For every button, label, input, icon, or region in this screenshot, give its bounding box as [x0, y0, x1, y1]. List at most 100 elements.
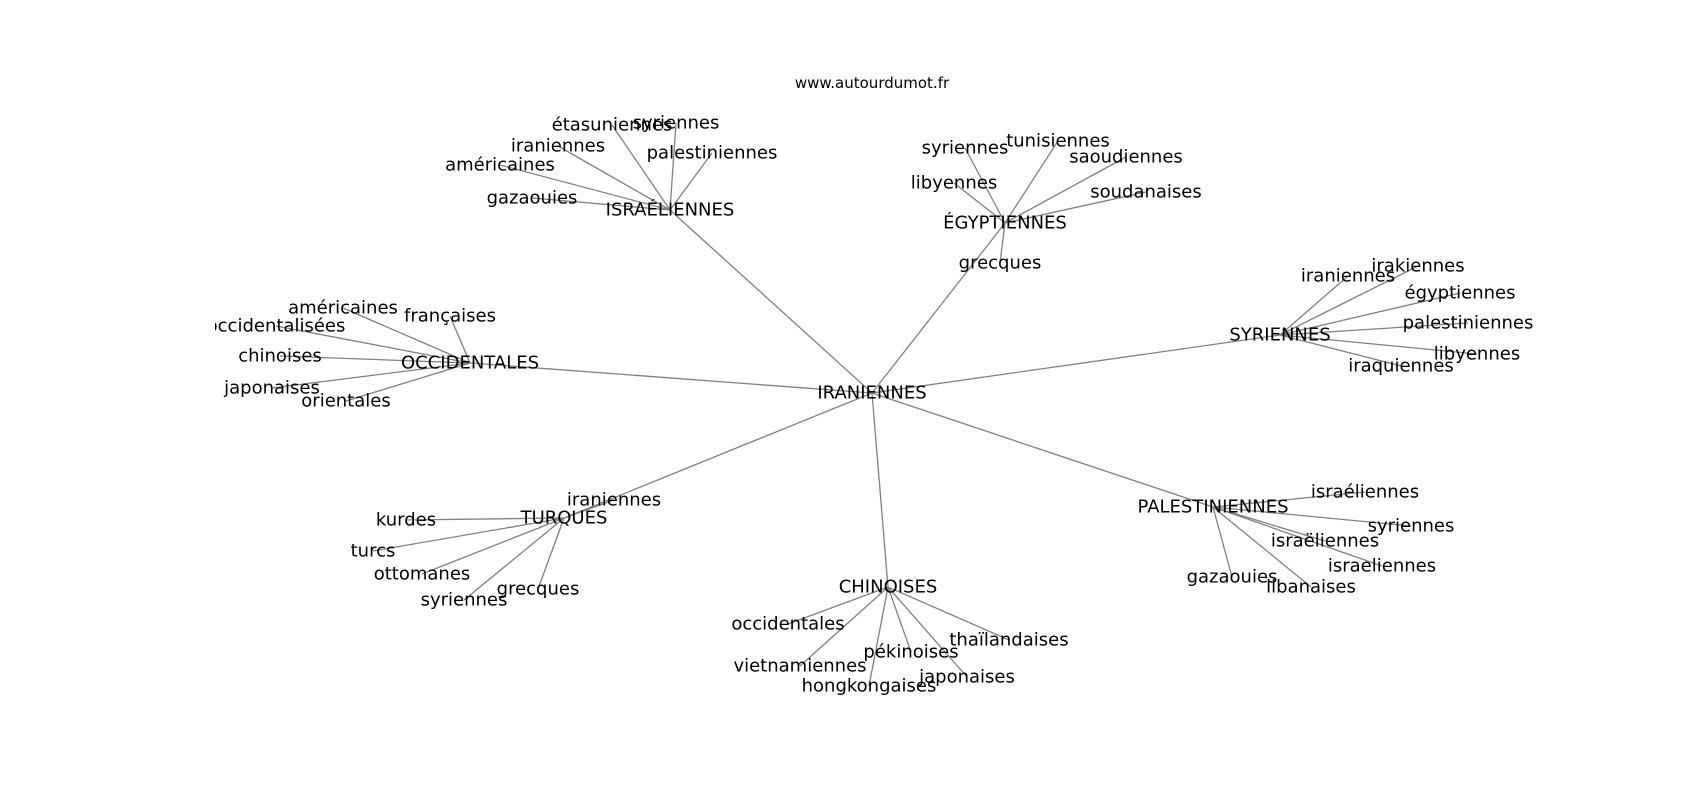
word-node-label: françaises	[404, 306, 496, 327]
edge-hub-to-word	[531, 197, 671, 211]
edge-hub-to-word	[787, 586, 889, 625]
word-node-label: iraniennes	[511, 136, 605, 157]
edge-hub-to-word	[557, 145, 671, 211]
edge-hub-to-word	[372, 517, 565, 552]
edge-hub-to-word	[1004, 156, 1127, 224]
edge-hub-to-word	[1212, 506, 1412, 527]
edge-hub-to-word	[953, 182, 1006, 224]
word-node-label: grecques	[959, 253, 1042, 274]
edge-hub-to-word	[799, 586, 889, 667]
edge-hub-to-word	[1279, 275, 1349, 336]
edge-hub-to-word	[271, 362, 471, 389]
word-node-label: japonaises	[918, 667, 1015, 688]
edges	[271, 122, 1478, 687]
edge-hub-to-word	[887, 586, 968, 678]
word-node-label: japonaises	[223, 378, 320, 399]
word-node-label: ottomanes	[374, 564, 471, 585]
word-node-label: iraquiennes	[1348, 356, 1454, 377]
word-node-label: vietnamiennes	[733, 656, 866, 677]
word-node-label: hongkongaises	[802, 676, 937, 697]
site-url: www.autourdumot.fr	[795, 74, 950, 92]
word-node-label: israëliennes	[1271, 531, 1379, 552]
edge-hub-to-word	[1279, 322, 1469, 336]
word-node-label: occidentalisées	[207, 316, 346, 337]
hub-node-label: PALESTINIENNES	[1137, 497, 1288, 518]
edge-hub-to-word	[1212, 506, 1233, 578]
edge-center-to-hub	[871, 392, 889, 588]
word-node-label: grecques	[497, 579, 580, 600]
word-node-label: étasuniennes	[552, 115, 673, 136]
word-node-label: libanaises	[1266, 577, 1356, 598]
edge-center-to-hub	[469, 362, 873, 394]
word-node-label: libyennes	[1434, 344, 1520, 365]
word-node-label: israéliennes	[1311, 482, 1419, 503]
edge-center-to-hub	[871, 392, 1214, 508]
word-node-label: iraniennes	[567, 490, 661, 511]
word-node-label: chinoises	[238, 346, 322, 367]
edge-hub-to-word	[405, 517, 565, 521]
edge-hub-to-word	[275, 325, 471, 364]
edge-center-to-hub	[871, 334, 1281, 394]
word-node-label: américaines	[288, 298, 398, 319]
edge-center-to-hub	[871, 222, 1006, 394]
word-node-label: iraniennes	[1301, 266, 1395, 287]
edge-hub-to-word	[1212, 491, 1366, 508]
edge-hub-to-word	[669, 122, 677, 211]
word-node-label: soudanaises	[1090, 182, 1202, 203]
word-node-label: gazaouies	[1187, 567, 1278, 588]
hub-node-label: ISRAÉLIENNES	[606, 199, 735, 221]
edge-hub-to-word	[887, 586, 912, 653]
word-node-label: saoudiennes	[1069, 147, 1183, 168]
word-node-label: occidentales	[731, 614, 844, 635]
word-node-label: syriennes	[922, 138, 1009, 159]
edge-hub-to-word	[279, 355, 471, 364]
word-node-label: orientales	[301, 391, 390, 412]
edge-hub-to-word	[669, 152, 713, 211]
word-node-label: palestiniennes	[647, 143, 778, 164]
word-node-label: palestiniennes	[1403, 313, 1534, 334]
edge-hub-to-word	[537, 517, 565, 590]
hub-node-label: OCCIDENTALES	[401, 353, 539, 374]
edge-hub-to-word	[1004, 140, 1059, 224]
hub-node-label: CHINOISES	[839, 577, 938, 598]
edge-hub-to-word	[342, 307, 471, 364]
edge-center-to-hub	[563, 392, 873, 519]
edge-hub-to-word	[1212, 506, 1383, 567]
edge-hub-to-word	[868, 586, 889, 687]
edge-hub-to-word	[1279, 334, 1402, 367]
word-node-label: gazaouies	[487, 188, 578, 209]
labels: IRANIENNESISRAÉLIENNESétasuniennessyrien…	[207, 113, 1534, 697]
word-node-label: pékinoises	[863, 642, 958, 663]
edge-hub-to-word	[964, 147, 1006, 224]
word-node-label: turcs	[351, 541, 396, 562]
edge-hub-to-word	[611, 124, 671, 211]
word-node-label: syriennes	[1368, 516, 1455, 537]
edge-hub-to-word	[499, 164, 671, 211]
edge-hub-to-word	[887, 586, 1010, 641]
word-node-label: syriennes	[633, 113, 720, 134]
edge-hub-to-word	[463, 517, 565, 601]
edge-hub-to-word	[999, 222, 1006, 264]
edge-center-to-hub	[669, 209, 873, 394]
hub-node-label: SYRIENNES	[1229, 325, 1330, 346]
edge-hub-to-word	[1279, 334, 1478, 355]
word-node-label: kurdes	[376, 510, 436, 531]
edge-hub-to-word	[1212, 506, 1312, 588]
edge-hub-to-word	[449, 315, 471, 364]
hub-node-label: ÉGYPTIENNES	[943, 212, 1067, 234]
edge-hub-to-word	[1279, 265, 1419, 336]
word-node-label: thaïlandaises	[949, 630, 1068, 651]
edge-hub-to-word	[1004, 191, 1147, 224]
word-node-label: tunisiennes	[1006, 131, 1110, 152]
edge-hub-to-word	[563, 499, 615, 519]
word-node-label: israeliennes	[1328, 556, 1436, 577]
word-node-label: irakiennes	[1371, 256, 1464, 277]
word-node-label: égyptiennes	[1405, 283, 1516, 304]
word-node-label: syriennes	[421, 590, 508, 611]
word-node-label: libyennes	[911, 173, 997, 194]
edge-hub-to-word	[345, 362, 471, 402]
edge-hub-to-word	[1279, 292, 1461, 336]
hub-node-label: TURQUES	[520, 508, 608, 529]
center-node-label: IRANIENNES	[817, 383, 926, 404]
